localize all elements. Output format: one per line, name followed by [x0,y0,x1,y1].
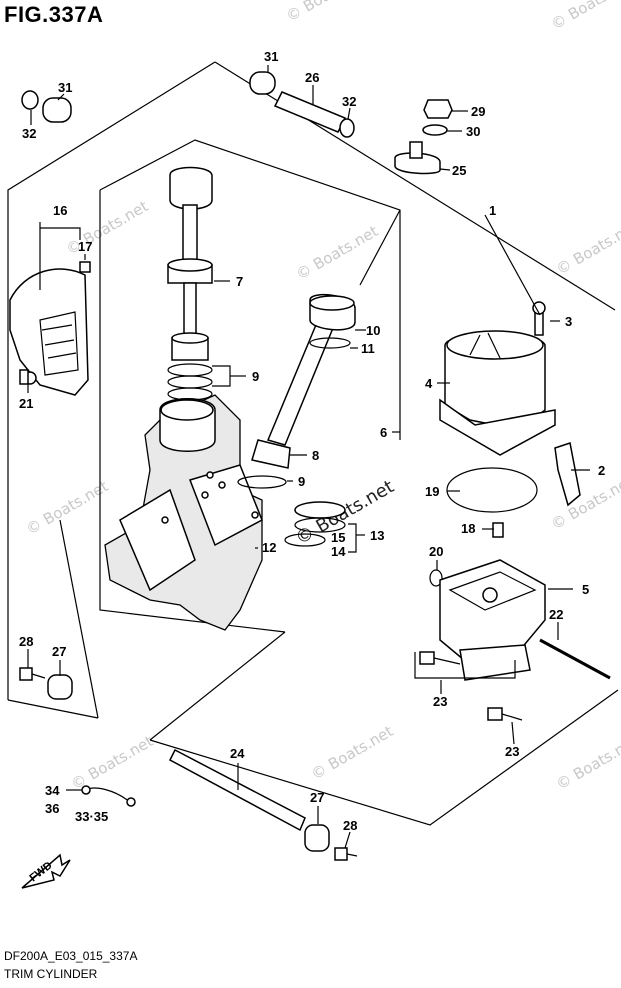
callout-label: 30 [466,124,480,139]
callout-label: 11 [361,341,375,356]
watermark-text: © Boats.net [23,477,111,538]
callout-label: 33·35 [75,809,108,824]
callout-label: 27 [52,644,66,659]
trim-motor-4 [439,301,556,456]
piston-rod [167,166,213,361]
bolts [19,638,611,861]
callout-label: 15 [331,530,345,545]
watermark-text: © Boats.net [548,472,621,533]
fwd-arrow-icon: FWD [21,853,71,889]
callout-label: 8 [312,448,319,463]
callout-label: 5 [582,582,589,597]
callout-label: 25 [452,163,466,178]
callout-label: 17 [78,239,92,254]
callout-label: 32 [342,94,356,109]
callout-label: 28 [343,818,357,833]
callout-label: 6 [380,425,387,440]
trim-cylinder-body [104,394,263,631]
callout-label: 7 [236,274,243,289]
callout-label: 22 [549,607,563,622]
o-rings-9 [167,363,213,401]
callout-label: 9 [252,369,259,384]
leader-lines [27,65,590,849]
reservoir-5 [439,559,546,681]
callout-label: 18 [461,521,475,536]
o-ring-20 [429,569,443,587]
lead-wire [84,787,131,803]
callout-label: 2 [598,463,605,478]
callout-label: 31 [264,49,278,64]
callout-label: 12 [262,540,276,555]
filter-18 [492,522,504,538]
watermark-text: © Boats.net [308,722,396,783]
callout-label: 16 [53,203,67,218]
tilt-tube [237,293,356,489]
callout-label: 21 [19,396,33,411]
callout-label: 26 [305,70,319,85]
assembly-outline [7,61,619,826]
callout-label: 24 [230,746,245,761]
callout-label: 1 [489,203,496,218]
watermark-text: © Boats.net [293,222,381,283]
callout-label: 36 [45,801,59,816]
callout-label: 28 [19,634,33,649]
watermark-text: © Boats.net [548,0,621,33]
watermark-text: © Boats.net [68,732,156,793]
callout-label: 20 [429,544,443,559]
o-ring-19 [446,467,538,513]
callout-label: 27 [310,790,324,805]
callout-label: 13 [370,528,384,543]
valve-cover-16 [9,261,91,396]
callout-label: 4 [425,376,433,391]
pin-shaft-26 [21,71,355,138]
watermark-text: © Boats.net [553,732,621,793]
callout-label: 14 [331,544,346,559]
callout-label: 29 [471,104,485,119]
callout-label: 9 [298,474,305,489]
callout-labels: 1 2 3 4 5 6 7 8 9 9 10 11 12 13 14 15 16… [19,49,605,833]
callout-label: 23 [433,694,447,709]
callout-label: 10 [366,323,380,338]
callout-label: 3 [565,314,572,329]
seal-set [284,501,346,547]
watermark-text: © Boats.net [283,0,371,25]
motor-bracket-2 [554,442,581,507]
figure-name: TRIM CYLINDER [4,967,98,981]
bushing-27 [47,674,330,852]
watermark-text: © Boats.net [553,217,621,278]
figure-title: FIG.337A [4,2,104,27]
callout-label: 31 [58,80,72,95]
valve-screw-25 [394,99,453,175]
callout-label: 32 [22,126,36,141]
callout-label: 34 [45,783,60,798]
callout-label: 23 [505,744,519,759]
figure-code: DF200A_E03_015_337A [4,949,138,963]
callout-label: 19 [425,484,439,499]
